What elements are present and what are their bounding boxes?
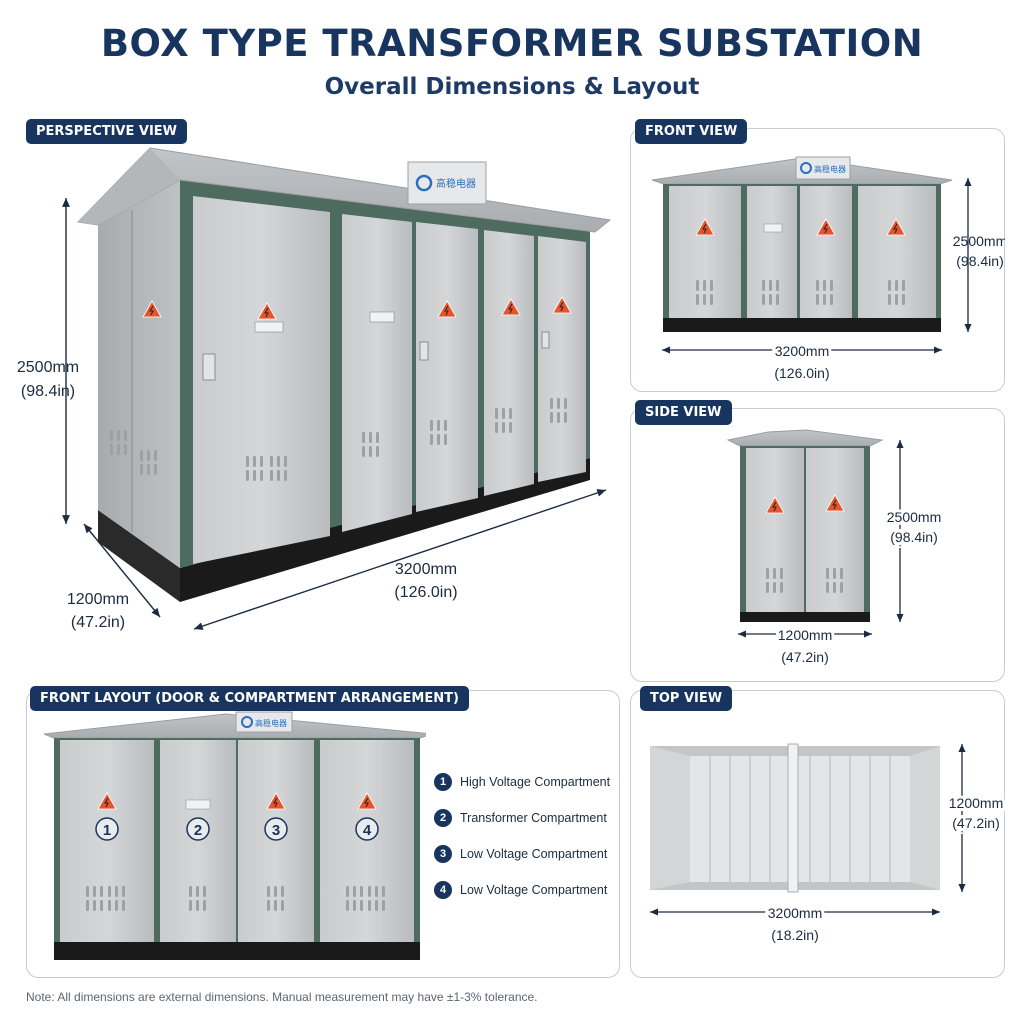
height-dimension-in: (98.4in) — [956, 253, 1003, 269]
page-subtitle: Overall Dimensions & Layout — [324, 74, 700, 100]
door-1 — [193, 196, 330, 564]
width-dimension-mm: 3200mm — [775, 343, 829, 359]
brand-text: 高稳电器 — [814, 164, 846, 174]
compartment-legend: 1 High Voltage Compartment 2 Transformer… — [434, 764, 634, 908]
width-dimension-in: (126.0in) — [394, 584, 457, 601]
legend-number: 2 — [434, 809, 452, 827]
footnote: Note: All dimensions are external dimens… — [26, 990, 538, 1004]
side-view-badge: SIDE VIEW — [635, 400, 732, 425]
brand-plate — [407, 161, 487, 205]
door-handle — [541, 331, 550, 349]
door-number-3: 3 — [272, 822, 280, 839]
width-dimension-mm: 3200mm — [768, 905, 822, 921]
door-handle — [202, 353, 216, 381]
width-dimension-in: (126.0in) — [774, 365, 829, 381]
top-view-badge: TOP VIEW — [640, 686, 733, 711]
legend-label: Low Voltage Compartment — [460, 883, 608, 897]
door-number-2: 2 — [194, 822, 202, 839]
side-view-drawing: 2500mm (98.4in) 1200mm (47.2in) — [726, 429, 944, 665]
door-3 — [238, 740, 314, 942]
width-dimension-mm: 3200mm — [395, 561, 457, 578]
base-plinth — [740, 612, 870, 622]
front-view-drawing: 高稳电器 2500mm (98.4in) 3200mm (126.0in) — [651, 156, 1005, 381]
front-layout-drawing: 高稳电器 1 2 3 4 — [43, 711, 426, 960]
top-view-drawing: 1200mm (47.2in) 3200mm (18.2in) — [650, 743, 1005, 943]
depth-dimension-mm: 1200mm — [67, 591, 129, 608]
door-2b — [416, 222, 478, 512]
width-dimension-mm: 1200mm — [778, 627, 832, 643]
door-handle — [419, 341, 429, 361]
depth-dimension-in: (47.2in) — [952, 815, 999, 831]
legend-item: 2 Transformer Compartment — [434, 800, 634, 836]
door-number-4: 4 — [363, 822, 372, 839]
roof-ridge — [787, 743, 799, 893]
legend-item: 3 Low Voltage Compartment — [434, 836, 634, 872]
perspective-view-drawing: 高稳电器 2500mm (98.4in) 1200mm (47.2in) 320… — [17, 147, 612, 631]
door-number-1: 1 — [103, 822, 111, 839]
legend-number: 3 — [434, 845, 452, 863]
brand-text: 高稳电器 — [436, 177, 476, 190]
base-plinth — [54, 942, 420, 960]
legend-number: 1 — [434, 773, 452, 791]
side-face — [98, 180, 180, 568]
door-3a — [484, 230, 534, 496]
height-dimension-in: (98.4in) — [21, 383, 75, 400]
legend-number: 4 — [434, 881, 452, 899]
front-view-badge: FRONT VIEW — [635, 119, 748, 144]
door-1 — [60, 740, 154, 942]
width-dimension-in: (18.2in) — [771, 927, 818, 943]
legend-label: Low Voltage Compartment — [460, 847, 608, 861]
height-dimension-mm: 2500mm — [953, 233, 1005, 249]
front-layout-badge: FRONT LAYOUT (DOOR & COMPARTMENT ARRANGE… — [30, 686, 469, 711]
page-title: BOX TYPE TRANSFORMER SUBSTATION — [100, 22, 924, 65]
legend-item: 4 Low Voltage Compartment — [434, 872, 634, 908]
legend-item: 1 High Voltage Compartment — [434, 764, 634, 800]
width-dimension-in: (47.2in) — [781, 649, 828, 665]
perspective-view-badge: PERSPECTIVE VIEW — [26, 119, 188, 144]
legend-label: High Voltage Compartment — [460, 775, 611, 789]
height-dimension-in: (98.4in) — [890, 529, 937, 545]
depth-dimension-mm: 1200mm — [949, 795, 1003, 811]
height-dimension-mm: 2500mm — [887, 509, 941, 525]
legend-label: Transformer Compartment — [460, 811, 607, 825]
door-2a — [342, 214, 412, 532]
depth-dimension-in: (47.2in) — [71, 614, 125, 631]
brand-text: 高稳电器 — [255, 718, 287, 728]
door-2 — [160, 740, 236, 942]
base-plinth — [663, 318, 941, 332]
door-4 — [320, 740, 414, 942]
door-3b — [538, 236, 586, 482]
height-dimension-mm: 2500mm — [17, 359, 79, 376]
